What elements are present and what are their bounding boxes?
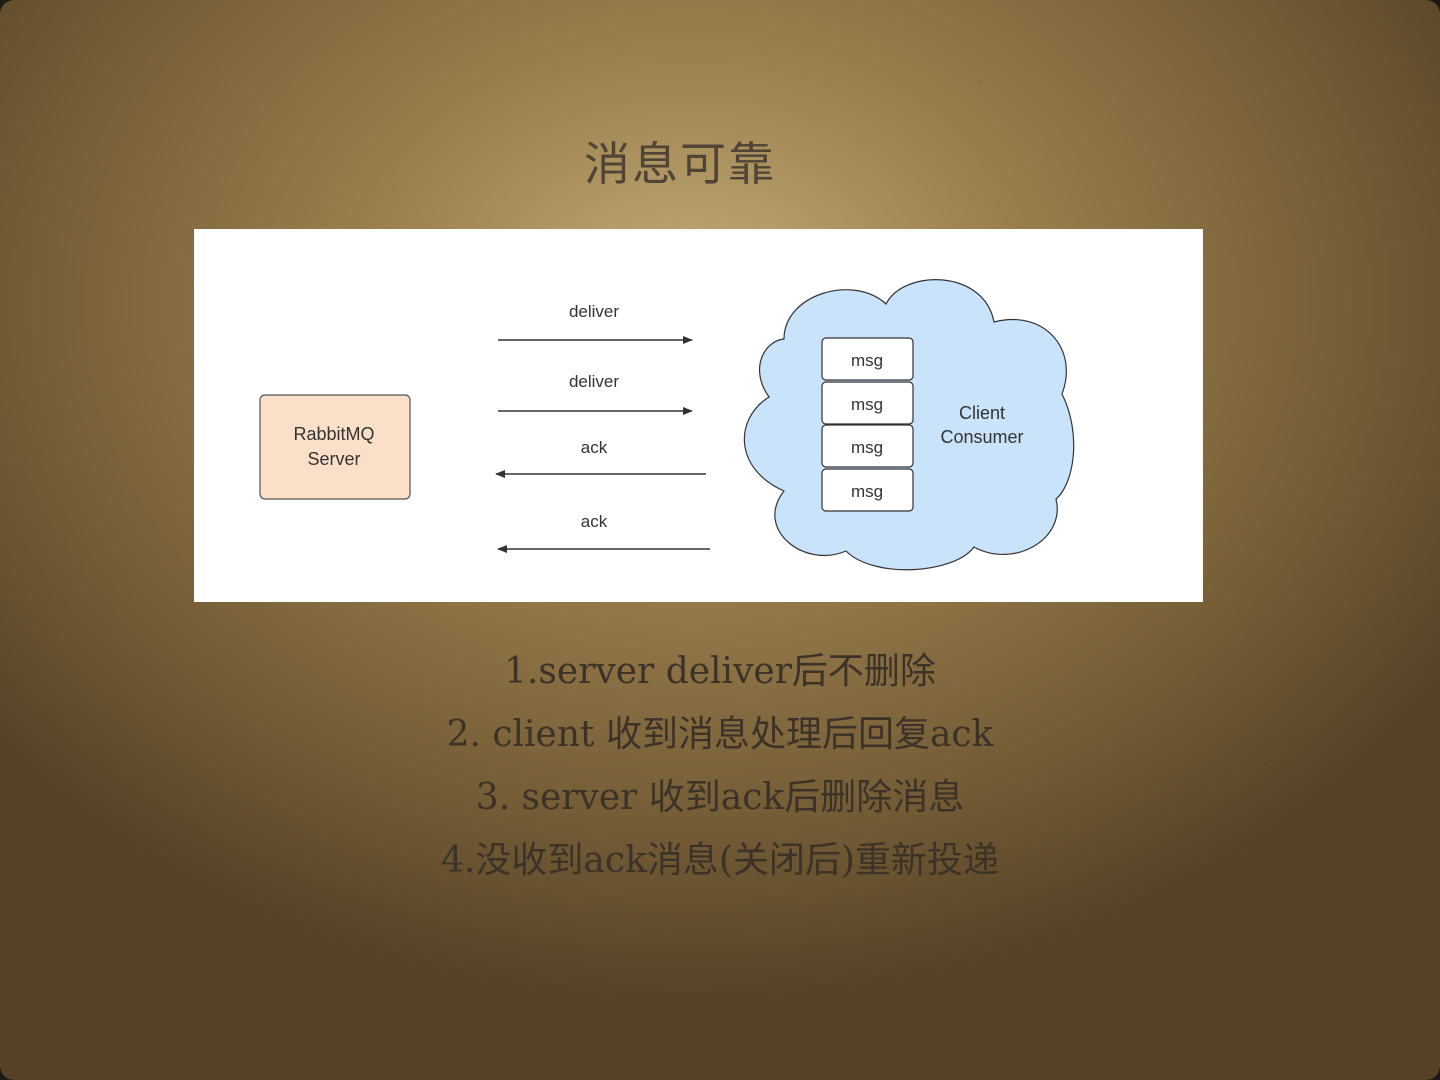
server-label-line1: RabbitMQ	[293, 424, 374, 444]
arrow-label-deliver-2: deliver	[569, 372, 619, 391]
texture-speck	[980, 80, 982, 82]
bullet-point-1: 1.server deliver后不删除	[504, 651, 936, 692]
arrow-label-ack-2: ack	[581, 512, 608, 531]
bullet-list: 1.server deliver后不删除 2. client 收到消息处理后回复…	[200, 640, 1240, 892]
client-label-line1: Client	[959, 403, 1005, 423]
queue-msg-label: msg	[851, 482, 883, 501]
client-label-line2: Consumer	[940, 427, 1023, 447]
queue-msg-box	[821, 337, 914, 381]
texture-speck	[95, 310, 97, 312]
texture-speck	[1270, 760, 1272, 762]
texture-speck	[140, 890, 142, 892]
queue-msg-box	[821, 468, 914, 512]
texture-speck	[420, 1010, 422, 1012]
texture-speck	[60, 620, 62, 622]
arrow-label-ack-1: ack	[581, 438, 608, 457]
texture-speck	[1320, 180, 1322, 182]
arrow-label-deliver-1: deliver	[569, 302, 619, 321]
queue-msg-box	[821, 381, 914, 425]
ack-flow-diagram: RabbitMQ Server deliver deliver ack ack …	[194, 229, 1203, 602]
bullet-point-2: 2. client 收到消息处理后回复ack	[446, 714, 994, 755]
slide-title: 消息可靠	[584, 137, 776, 191]
queue-msg-box	[821, 424, 914, 468]
queue-msg-label: msg	[851, 438, 883, 457]
queue-msg-label: msg	[851, 351, 883, 370]
bullet-point-4: 4.没收到ack消息(关闭后)重新投递	[441, 840, 999, 881]
server-box	[259, 394, 411, 500]
queue-msg-label: msg	[851, 395, 883, 414]
server-label-line2: Server	[307, 449, 360, 469]
bullet-point-3: 3. server 收到ack后删除消息	[475, 777, 965, 818]
